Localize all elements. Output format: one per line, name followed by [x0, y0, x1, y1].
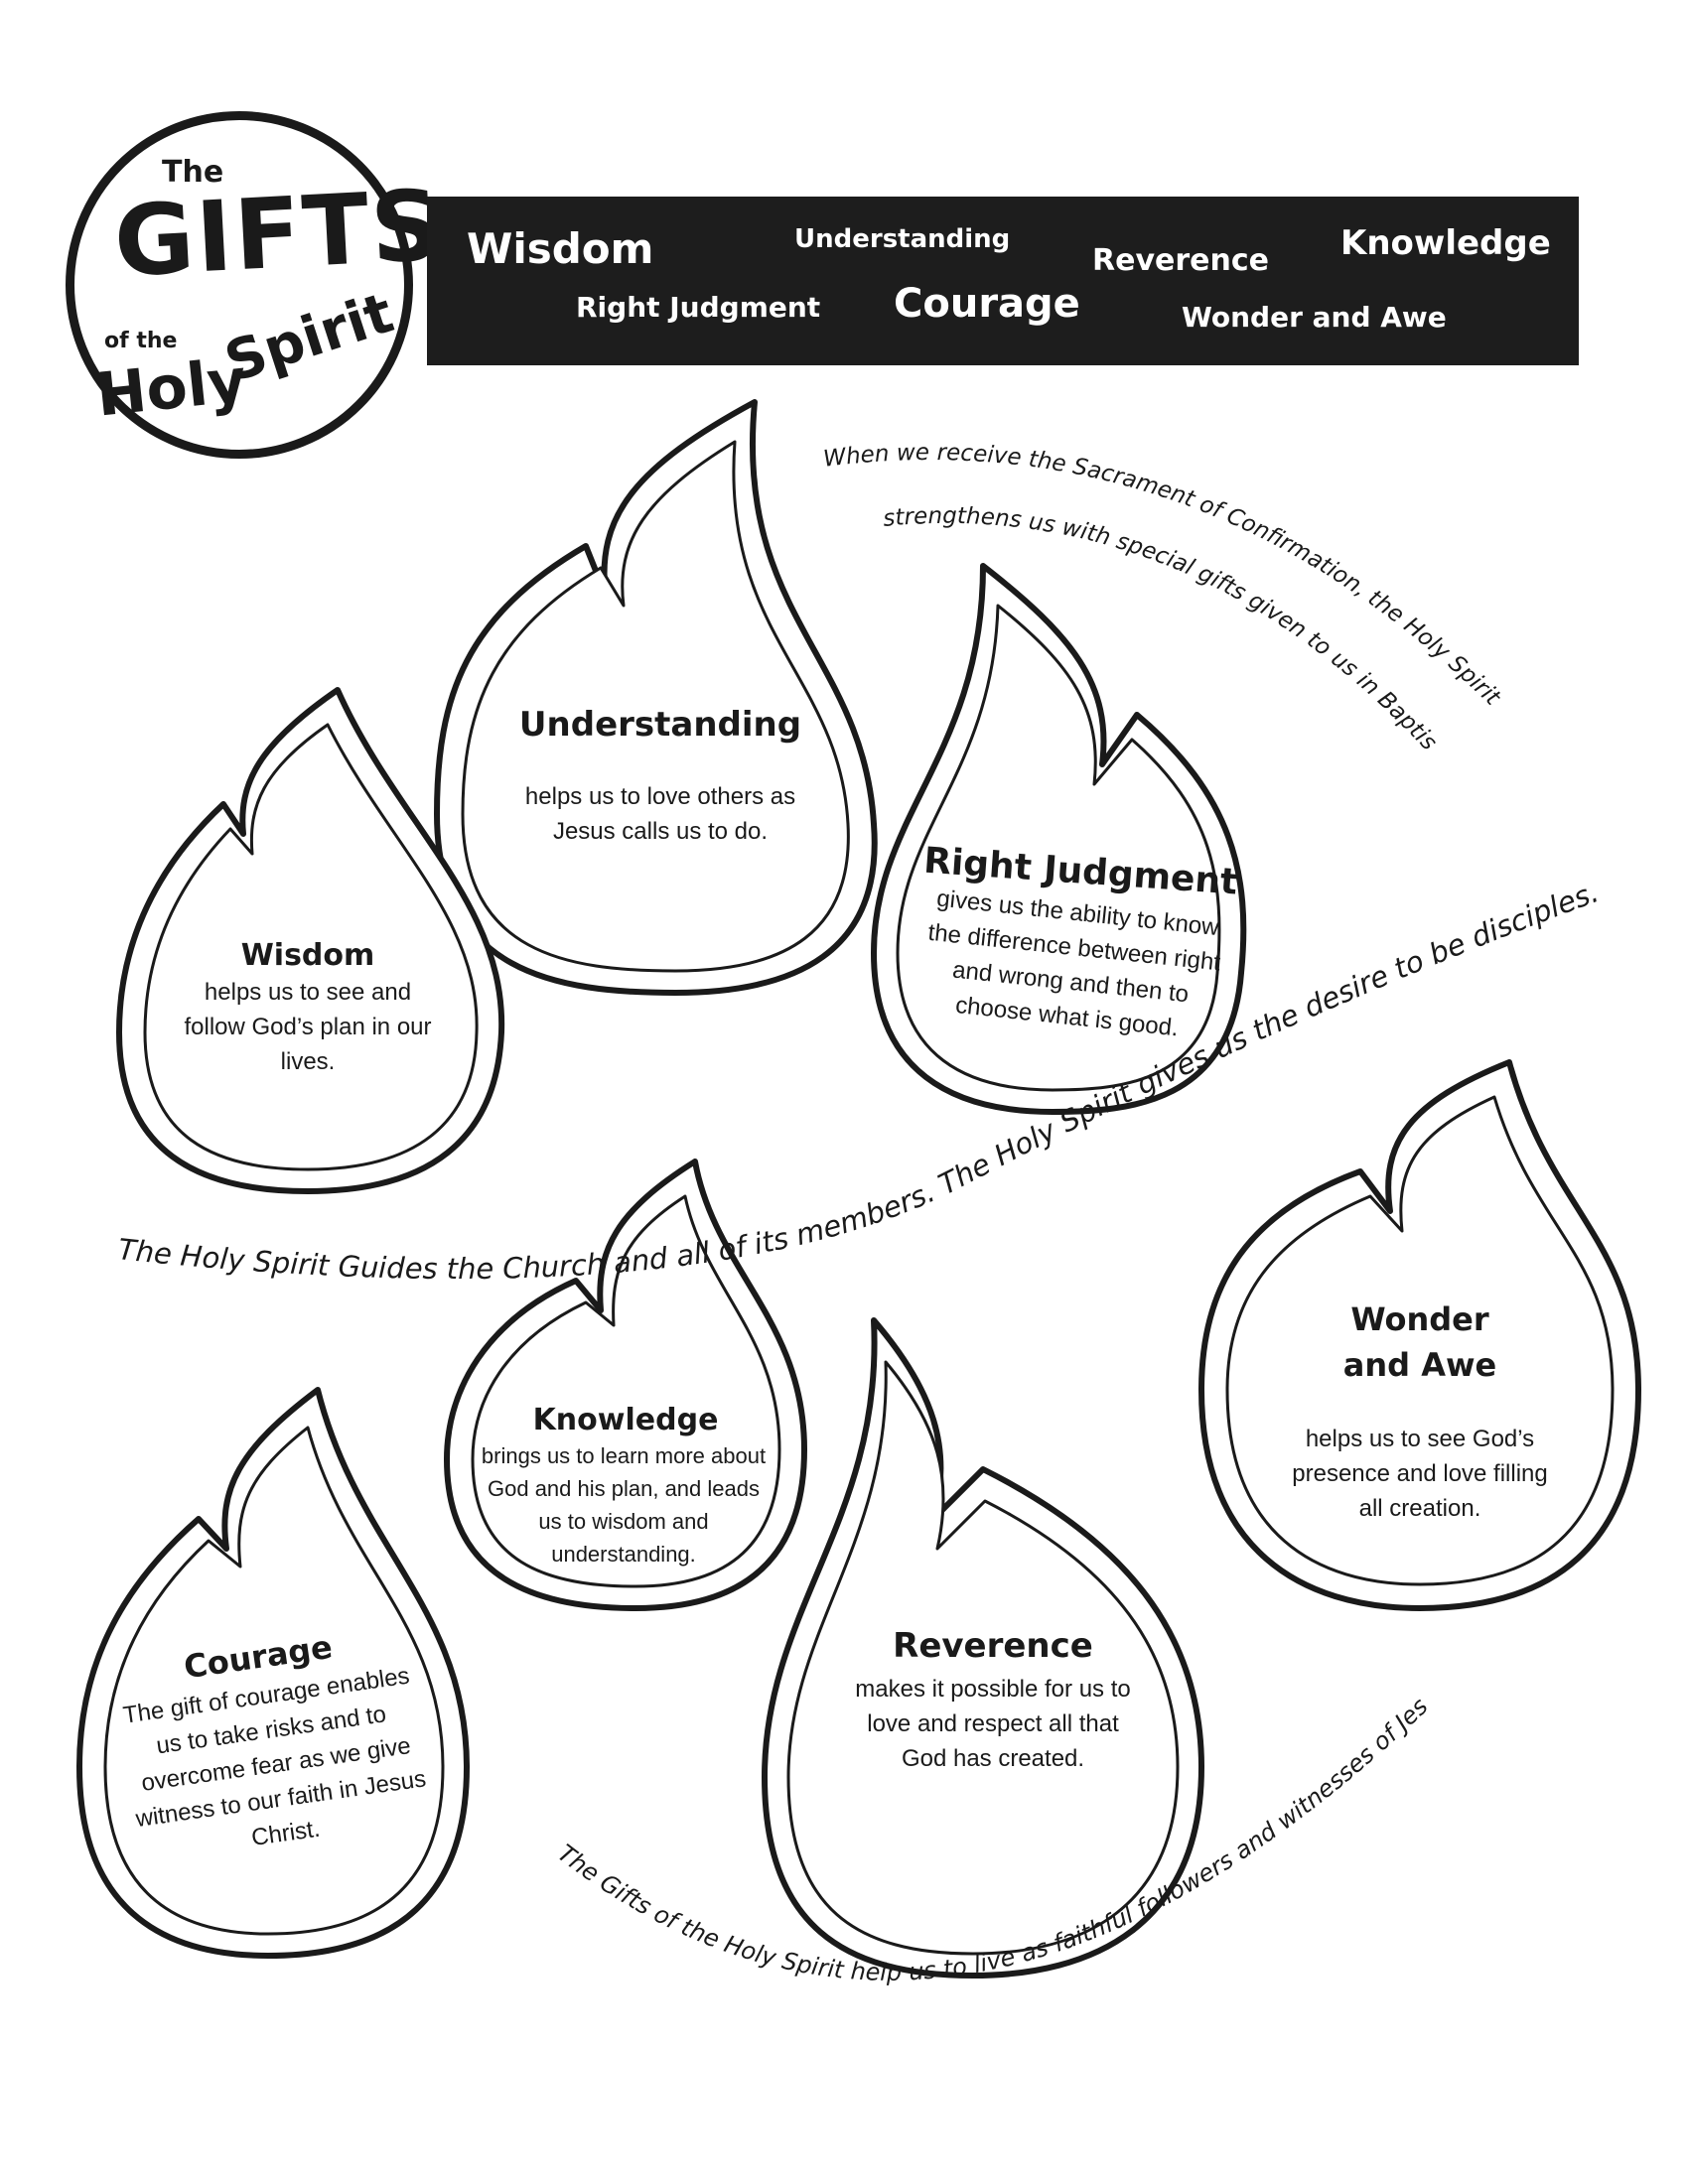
flame-wonder-and-awe-desc: helps us to see God’s presence and love … — [1292, 1426, 1548, 1522]
flame-understanding — [434, 399, 878, 996]
flame-reverence-desc: makes it possible for us to love and res… — [855, 1676, 1131, 1772]
gifts-banner: Wisdom Understanding Reverence Knowledge… — [427, 197, 1579, 365]
flame-wonder-and-awe-title-1: Wonder — [1350, 1300, 1489, 1338]
flame-right-judgment — [871, 563, 1247, 1115]
flame-understanding-desc: helps us to love others as Jesus calls u… — [524, 783, 796, 845]
flame-wisdom-desc: helps us to see and follow God’s plan in… — [184, 979, 432, 1075]
flame-reverence-title: Reverence — [893, 1626, 1093, 1666]
flame-knowledge-desc: brings us to learn more about God and hi… — [481, 1443, 767, 1567]
banner-reverence: Reverence — [1092, 243, 1269, 278]
flame-knowledge — [444, 1159, 807, 1611]
banner-wisdom: Wisdom — [467, 224, 654, 273]
flame-wonder-and-awe-title-2: and Awe — [1342, 1346, 1497, 1384]
logo-circle: The GIFTS of the Holy Spirit — [66, 111, 446, 459]
banner-right-judgment: Right Judgment — [576, 291, 821, 324]
flame-knowledge-title: Knowledge — [532, 1403, 719, 1437]
banner-courage: Courage — [894, 281, 1080, 327]
logo-the: The — [162, 155, 224, 190]
flame-wisdom — [116, 687, 505, 1194]
logo-of-the: of the — [104, 329, 178, 353]
flame-wisdom-title: Wisdom — [240, 938, 375, 973]
flame-wonder-and-awe — [1198, 1059, 1641, 1611]
banner-knowledge: Knowledge — [1340, 223, 1551, 263]
caption-confirmation-line1: When we receive the Sacrament of Confirm… — [822, 440, 1506, 711]
flame-courage — [76, 1387, 470, 1959]
banner-wonder-and-awe: Wonder and Awe — [1182, 301, 1447, 334]
banner-understanding: Understanding — [794, 224, 1011, 254]
flame-understanding-title: Understanding — [518, 705, 802, 745]
flame-reverence — [762, 1317, 1204, 1979]
